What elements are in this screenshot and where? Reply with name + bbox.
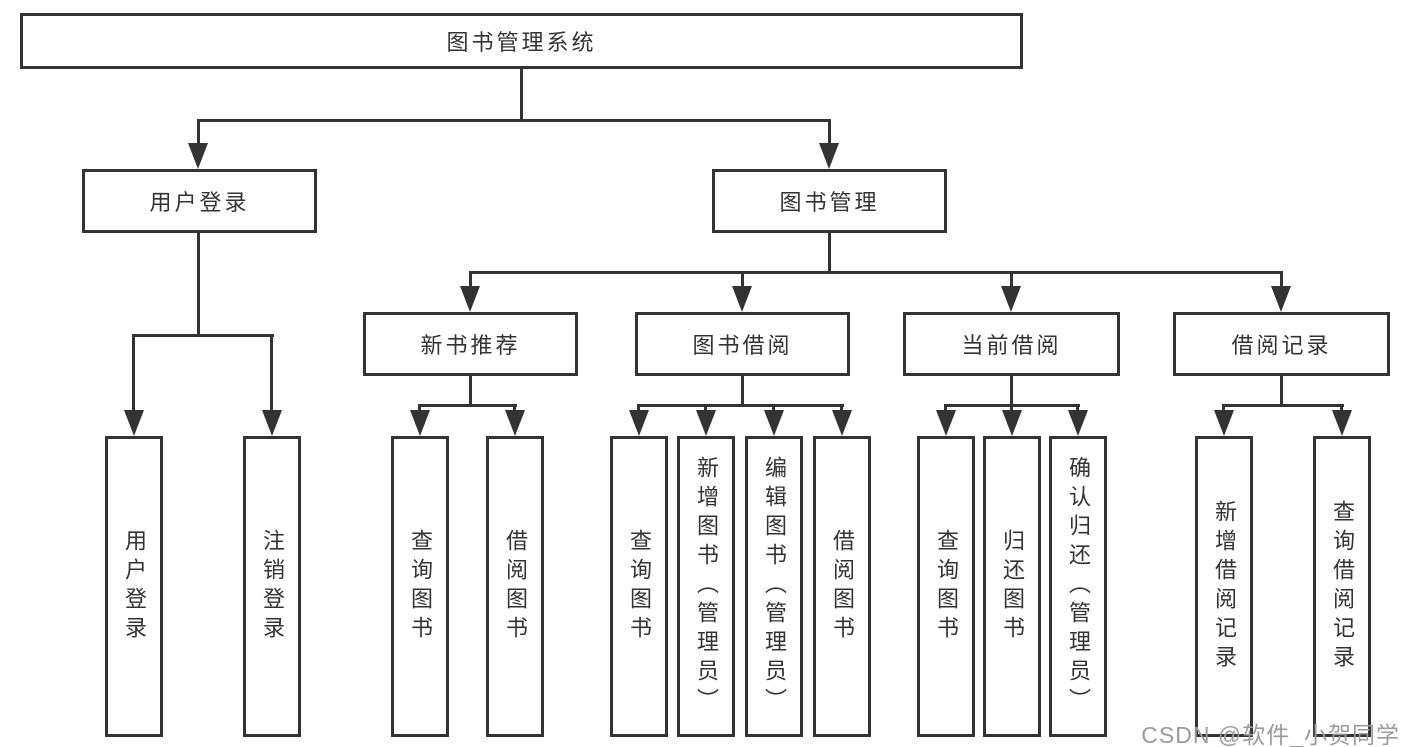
leaf-label: 编辑图书（管理员）: [762, 456, 787, 717]
connector-user-login-branch: [133, 334, 274, 337]
arrowhead-down-icon: [936, 410, 956, 436]
connector-stem: [1280, 376, 1283, 406]
connector-stem-level3: [741, 271, 744, 289]
node-borrow-records: 借阅记录: [1173, 312, 1390, 376]
leaf-label: 借阅图书: [830, 528, 855, 645]
node-new-book-recommend: 新书推荐: [363, 312, 578, 376]
arrowhead-down-icon: [505, 410, 525, 436]
leaf-label: 新增借阅记录: [1212, 499, 1237, 674]
csdn-watermark: CSDN @软件_小贺同学: [1141, 722, 1400, 747]
arrowhead-down-icon: [832, 410, 852, 436]
leaf-user-login: 用户登录: [105, 436, 163, 737]
leaf-query-borrow-record: 查询借阅记录: [1313, 436, 1371, 737]
arrowhead-down-icon: [629, 410, 649, 436]
connector-root-stem: [520, 68, 523, 121]
connector-stem: [741, 376, 744, 406]
leaf-label: 查询图书: [627, 528, 652, 645]
leaf-edit-books-admin: 编辑图书（管理员）: [745, 436, 803, 737]
node-user-login: 用户登录: [82, 169, 317, 233]
node-book-management-label: 图书管理: [779, 190, 880, 215]
node-root-label: 图书管理系统: [446, 30, 597, 55]
arrowhead-down-icon: [764, 410, 784, 436]
arrowhead-down-icon: [188, 143, 208, 169]
connector-stem-leaf: [270, 334, 273, 414]
arrowhead-down-icon: [732, 286, 752, 312]
node-root: 图书管理系统: [20, 13, 1023, 69]
leaf-label: 确认归还（管理员）: [1066, 456, 1091, 717]
node-user-login-label: 用户登录: [149, 190, 250, 215]
leaf-label: 查询图书: [408, 528, 433, 645]
leaf-label: 用户登录: [122, 528, 147, 645]
node-book-borrow: 图书借阅: [635, 312, 850, 376]
connector-root-branch: [197, 119, 831, 122]
arrowhead-down-icon: [1001, 286, 1021, 312]
arrowhead-down-icon: [1332, 410, 1352, 436]
connector-book-management-branch: [469, 271, 1283, 274]
node-book-management: 图书管理: [712, 169, 947, 233]
leaf-add-books-admin: 新增图书（管理员）: [677, 436, 735, 737]
arrowhead-down-icon: [1271, 286, 1291, 312]
connector-stem-level3: [1010, 271, 1013, 289]
arrowhead-down-icon: [1214, 410, 1234, 436]
leaf-add-borrow-record: 新增借阅记录: [1195, 436, 1253, 737]
connector-stem-level3: [1280, 271, 1283, 289]
node-current-borrow-label: 当前借阅: [961, 333, 1062, 358]
connector-user-login-stem: [197, 233, 200, 337]
leaf-label: 查询图书: [934, 528, 959, 645]
arrowhead-down-icon: [124, 410, 144, 436]
leaf-confirm-return-admin: 确认归还（管理员）: [1049, 436, 1107, 737]
arrowhead-down-icon: [460, 286, 480, 312]
arrowhead-down-icon: [696, 410, 716, 436]
arrowhead-down-icon: [819, 143, 839, 169]
connector-stem-leaf: [132, 334, 135, 414]
leaf-borrow-books: 借阅图书: [813, 436, 871, 737]
leaf-label: 注销登录: [260, 528, 285, 645]
leaf-label: 查询借阅记录: [1330, 499, 1355, 674]
leaf-logout: 注销登录: [243, 436, 301, 737]
connector-stem-user-login: [197, 119, 200, 147]
leaf-query-books: 查询图书: [391, 436, 449, 737]
connector-book-management-stem: [828, 233, 831, 274]
connector-branch: [419, 404, 517, 407]
connector-stem-level3: [469, 271, 472, 289]
connector-branch: [638, 404, 844, 407]
arrowhead-down-icon: [262, 410, 282, 436]
leaf-label: 借阅图书: [503, 528, 528, 645]
leaf-label: 新增图书（管理员）: [694, 456, 719, 717]
arrowhead-down-icon: [1002, 410, 1022, 436]
node-current-borrow: 当前借阅: [903, 312, 1120, 376]
leaf-return-books: 归还图书: [983, 436, 1041, 737]
connector-stem: [1010, 376, 1013, 406]
node-borrow-records-label: 借阅记录: [1231, 333, 1332, 358]
connector-stem-book-management: [828, 119, 831, 147]
connector-branch: [1223, 404, 1344, 407]
node-book-borrow-label: 图书借阅: [692, 333, 793, 358]
leaf-label: 归还图书: [1000, 528, 1025, 645]
leaf-query-books: 查询图书: [610, 436, 668, 737]
leaf-query-books: 查询图书: [917, 436, 975, 737]
arrowhead-down-icon: [410, 410, 430, 436]
connector-stem: [469, 376, 472, 406]
arrowhead-down-icon: [1068, 410, 1088, 436]
node-new-book-recommend-label: 新书推荐: [420, 333, 521, 358]
leaf-borrow-books: 借阅图书: [486, 436, 544, 737]
